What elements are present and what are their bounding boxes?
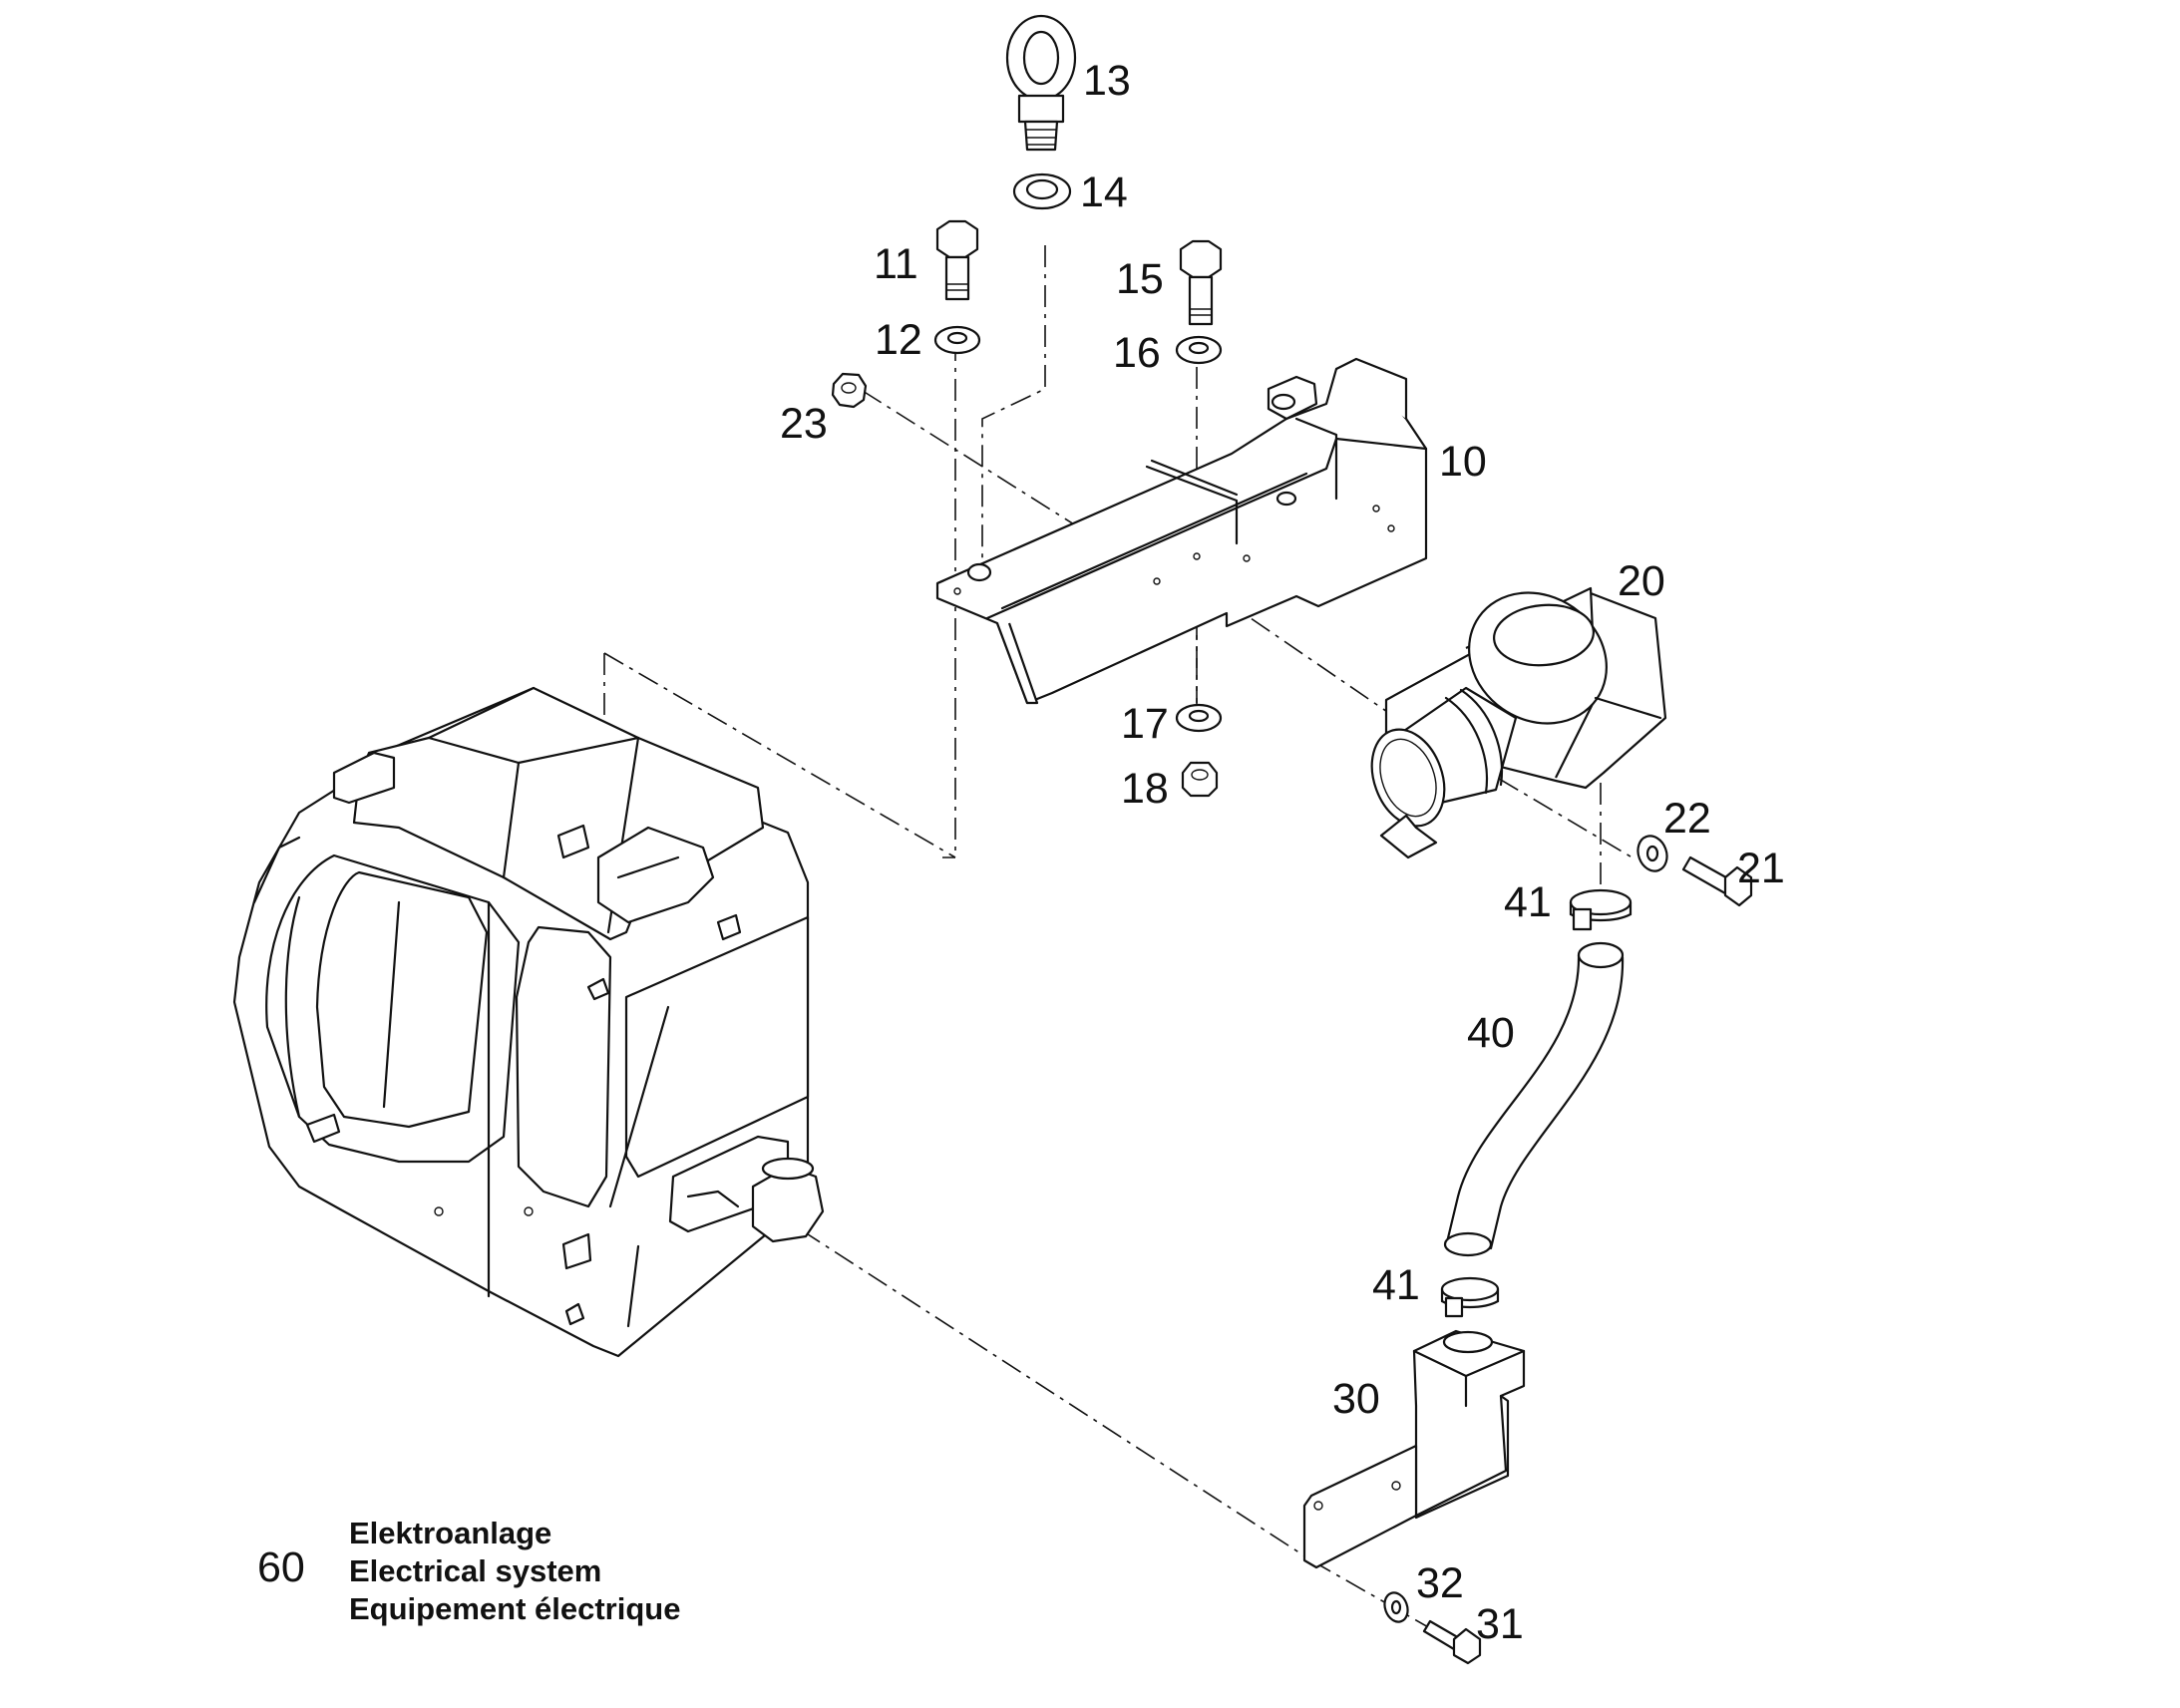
callout-10: 10 xyxy=(1439,438,1487,486)
section-number: 60 xyxy=(257,1543,305,1591)
callout-11: 11 xyxy=(874,240,918,288)
callout-14: 14 xyxy=(1080,169,1128,216)
nut-18 xyxy=(1181,761,1219,798)
callout-22: 22 xyxy=(1663,795,1711,843)
callout-41-upper: 41 xyxy=(1504,878,1552,926)
hose-40 xyxy=(1443,941,1625,1257)
callout-40: 40 xyxy=(1467,1009,1515,1057)
section-title-de: Elektroanlage xyxy=(349,1516,551,1550)
eye-bolt-13 xyxy=(1005,14,1077,152)
callout-30: 30 xyxy=(1332,1375,1380,1423)
hose-clamp-41-lower xyxy=(1440,1276,1500,1318)
operator-cab xyxy=(232,686,825,1358)
callout-41-lower: 41 xyxy=(1372,1261,1420,1309)
hex-bolt-21 xyxy=(1681,855,1753,907)
callout-23: 23 xyxy=(780,400,828,448)
nut-23 xyxy=(831,372,868,409)
air-filter-20 xyxy=(1370,586,1667,859)
seal-ring-14 xyxy=(1012,172,1072,210)
callout-17: 17 xyxy=(1121,700,1169,748)
callout-labels: 13 14 11 12 15 16 23 10 20 17 18 22 21 4… xyxy=(780,57,1785,1648)
section-title-en: Electrical system xyxy=(349,1553,601,1588)
washer-22 xyxy=(1636,835,1668,872)
callout-18: 18 xyxy=(1121,765,1169,813)
section-caption: 60 Elektroanlage Electrical system Equip… xyxy=(257,1516,680,1626)
washer-12 xyxy=(933,325,981,355)
callout-16: 16 xyxy=(1113,329,1161,377)
hose-clamp-41-upper xyxy=(1569,888,1633,931)
callout-21: 21 xyxy=(1737,845,1785,892)
callout-31: 31 xyxy=(1476,1600,1524,1648)
callout-13: 13 xyxy=(1083,57,1131,105)
callout-32: 32 xyxy=(1416,1559,1464,1607)
hex-bolt-11 xyxy=(935,219,979,301)
duct-bracket-30 xyxy=(1302,1329,1526,1569)
callout-20: 20 xyxy=(1618,557,1665,605)
callout-12: 12 xyxy=(875,316,922,364)
washer-32 xyxy=(1383,1591,1409,1623)
mounting-bracket-10 xyxy=(935,357,1428,705)
washer-17 xyxy=(1175,703,1223,733)
section-title-fr: Equipement électrique xyxy=(349,1591,680,1626)
washer-16 xyxy=(1175,335,1223,365)
screw-31 xyxy=(1422,1619,1482,1665)
hex-bolt-15 xyxy=(1179,239,1223,326)
callout-15: 15 xyxy=(1116,255,1164,303)
